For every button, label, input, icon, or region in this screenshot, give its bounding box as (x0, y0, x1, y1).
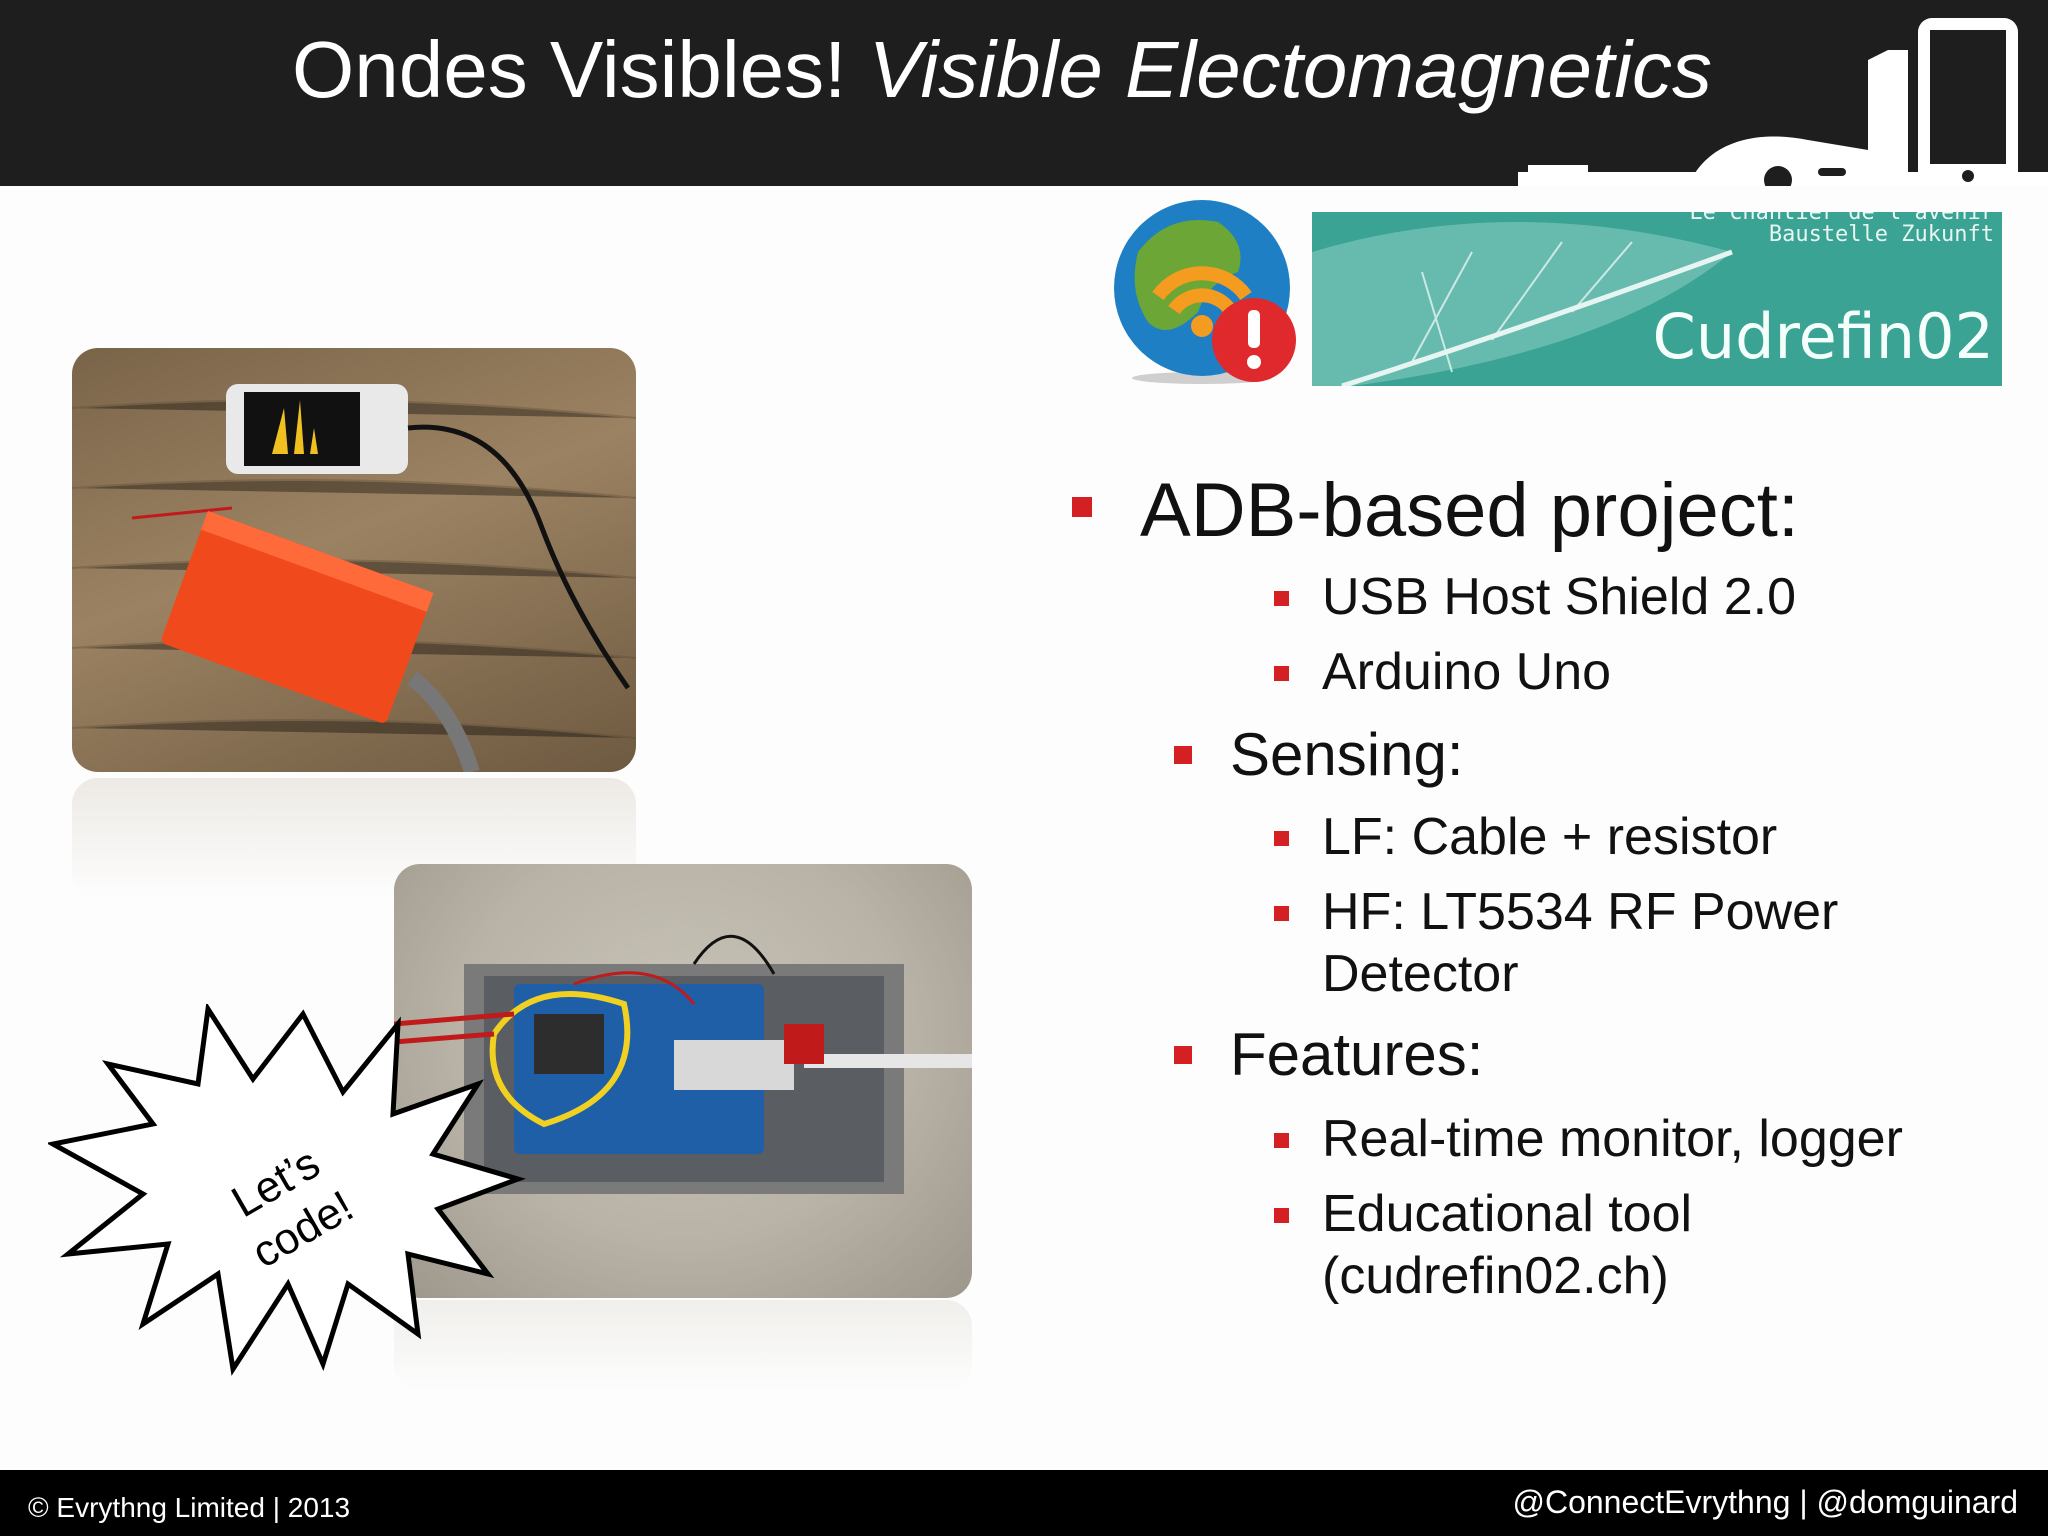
bullet-marker (1174, 1046, 1192, 1064)
bullet-marker (1274, 591, 1289, 606)
bullet-hf: HF: LT5534 RF Power (1322, 883, 1839, 941)
lets-code-starburst: Let’s code! (48, 1004, 526, 1376)
bullet-marker (1274, 831, 1289, 846)
bullet-marker (1274, 906, 1289, 921)
title-italic: Visible Electomagnetics (868, 25, 1713, 114)
leaf-brand: Cudrefin02 (1652, 300, 1994, 373)
devices-silhouette-icon (1518, 18, 2048, 186)
phone-and-sensor-image (72, 384, 636, 772)
leaf-icon (1312, 222, 1733, 386)
bullet-adb: ADB-based project: (1140, 468, 1799, 553)
bullet-marker (1072, 497, 1092, 517)
cudrefin-logo: Le chantier de l'avenir Baustelle Zukunf… (1312, 212, 2002, 386)
slide-title: Ondes Visibles! Visible Electomagnetics (292, 30, 1712, 110)
title-main: Ondes Visibles! (292, 25, 847, 114)
bullet-marker (1274, 1133, 1289, 1148)
bullet-usb: USB Host Shield 2.0 (1322, 568, 1797, 626)
bullet-hf-cont: Detector (1322, 945, 1519, 1003)
bullet-realtime: Real-time monitor, logger (1322, 1110, 1903, 1168)
leaf-tagline-de: Baustelle Zukunft (1768, 222, 1994, 247)
device-photo-phone (72, 348, 636, 772)
slide-footer: © Evrythng Limited | 2013 @ConnectEvryth… (0, 1470, 2048, 1536)
bullet-lf: LF: Cable + resistor (1322, 808, 1778, 866)
leaf-tagline-fr: Le chantier de l'avenir (1689, 212, 1994, 225)
footer-handles: @ConnectEvrythng | @domguinard (1512, 1484, 2018, 1520)
slide-header: Ondes Visibles! Visible Electomagnetics (0, 0, 2048, 186)
photo-reflection (394, 1300, 972, 1390)
wifi-globe-alert-icon (1114, 200, 1296, 384)
footer-copyright: © Evrythng Limited | 2013 (28, 1492, 351, 1523)
bullet-features: Features: (1230, 1021, 1484, 1088)
bullet-marker (1274, 1208, 1289, 1223)
leaf-tagline: Le chantier de l'avenir Baustelle Zukunf… (1689, 212, 1994, 246)
bullet-uno: Arduino Uno (1322, 643, 1612, 701)
arduino-enclosure-image (394, 935, 972, 1194)
bullet-sensing: Sensing: (1230, 721, 1464, 788)
bullet-edu-cont: (cudrefin02.ch) (1322, 1247, 1669, 1305)
bullet-marker (1174, 746, 1192, 764)
bullet-marker (1274, 666, 1289, 681)
bullet-edu: Educational tool (1322, 1185, 1693, 1243)
device-photo-arduino (394, 864, 972, 1298)
